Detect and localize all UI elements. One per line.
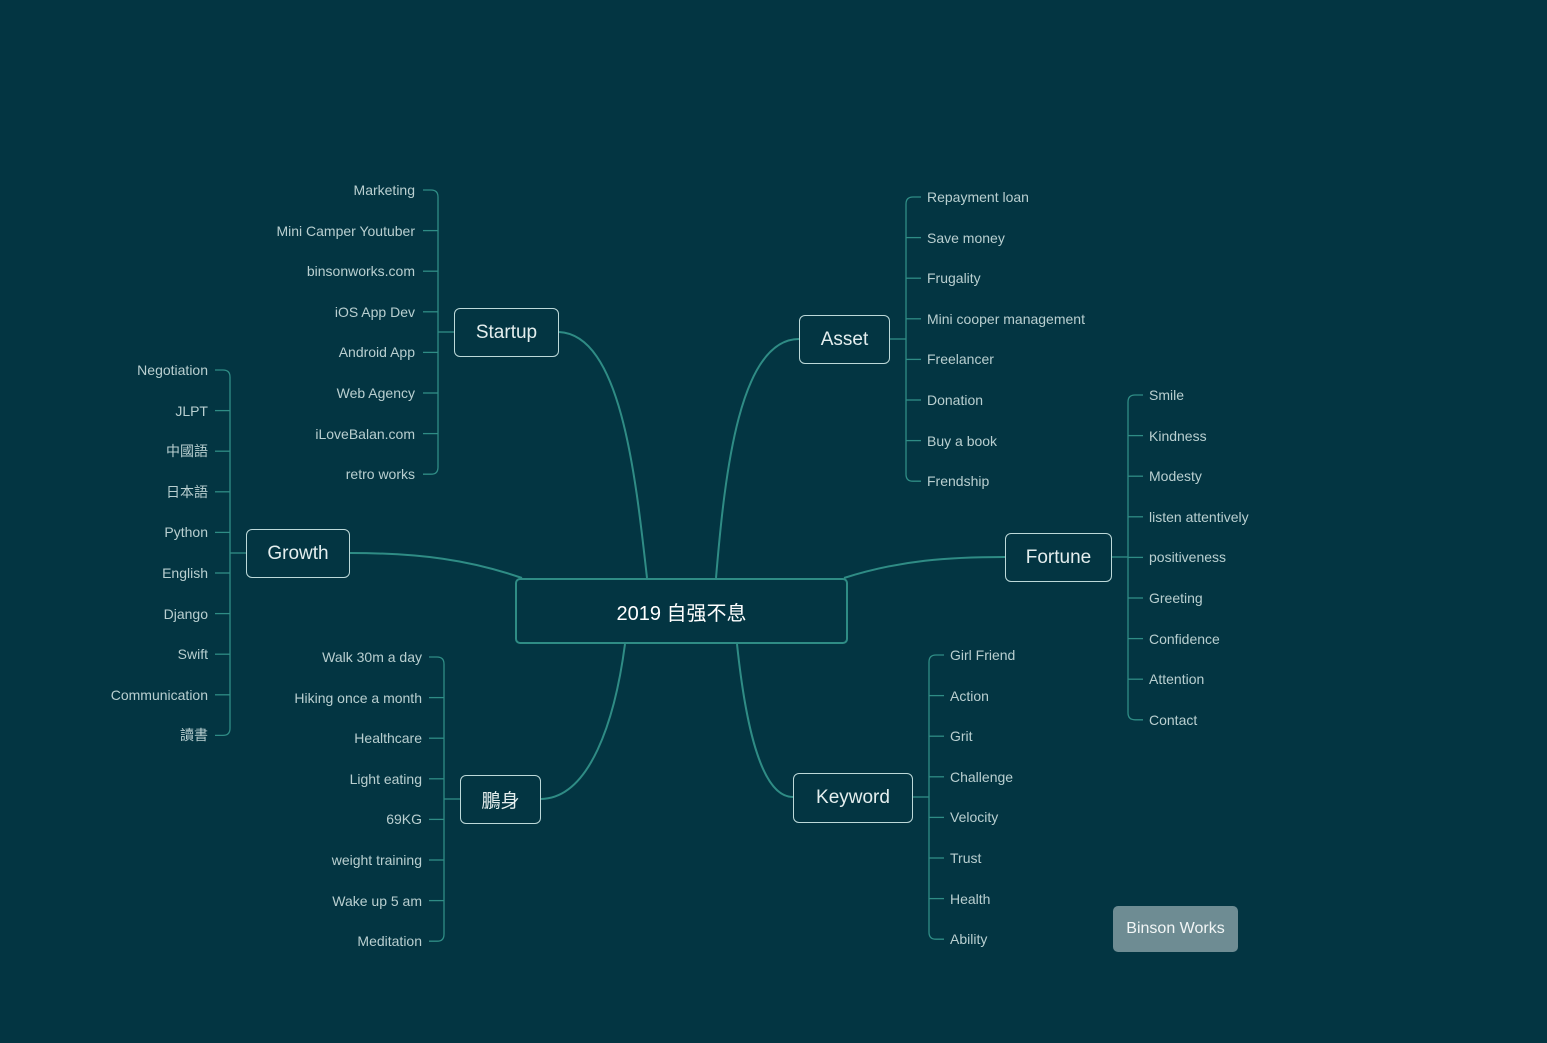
subtopic-health[interactable]: Wake up 5 am <box>332 892 422 909</box>
subtopic-asset[interactable]: Buy a book <box>927 432 998 449</box>
subtopic-keyword[interactable]: Challenge <box>950 768 1014 785</box>
subtopic-health[interactable]: Meditation <box>357 933 422 950</box>
subtopic-fortune[interactable]: Modesty <box>1149 468 1202 485</box>
bracket-startup <box>423 189 439 475</box>
subtopic-startup[interactable]: retro works <box>345 466 415 483</box>
subtopic-growth[interactable]: JLPT <box>175 402 208 419</box>
subtopic-fortune[interactable]: Smile <box>1149 387 1185 403</box>
subtopic-startup[interactable]: Marketing <box>353 182 415 198</box>
subtopic-fortune[interactable]: Kindness <box>1149 427 1207 444</box>
subtopic-fortune[interactable]: positiveness <box>1149 549 1227 566</box>
subtopic-fortune[interactable]: Contact <box>1149 711 1198 728</box>
connector-central-startup <box>558 331 648 579</box>
subtopic-asset[interactable]: Save money <box>927 229 1005 246</box>
connector-central-fortune <box>843 556 1006 579</box>
subtopic-health[interactable]: Healthcare <box>354 730 422 747</box>
subtopic-startup[interactable]: Android App <box>338 344 415 361</box>
subtopic-keyword[interactable]: Ability <box>950 931 988 948</box>
binson-works-badge[interactable]: Binson Works <box>1113 906 1238 952</box>
connector-central-growth <box>349 552 523 579</box>
central-topic[interactable]: 2019 自强不息 <box>515 578 848 644</box>
topic-startup[interactable]: Startup <box>454 308 559 357</box>
subtopic-health[interactable]: 69KG <box>386 811 422 828</box>
subtopic-growth[interactable]: Negotiation <box>137 362 208 378</box>
topic-keyword[interactable]: Keyword <box>793 773 913 823</box>
subtopic-health[interactable]: Hiking once a month <box>294 689 422 706</box>
subtopic-health[interactable]: Light eating <box>349 770 422 787</box>
subtopic-asset[interactable]: Mini cooper management <box>927 310 1085 327</box>
subtopic-asset[interactable]: Frendship <box>927 473 990 490</box>
subtopic-startup[interactable]: binsonworks.com <box>306 263 415 280</box>
subtopic-fortune[interactable]: listen attentively <box>1149 508 1249 525</box>
subtopic-keyword[interactable]: Health <box>950 890 991 907</box>
subtopic-growth[interactable]: 讀書 <box>180 727 208 744</box>
subtopic-health[interactable]: weight training <box>331 852 422 868</box>
subtopic-growth[interactable]: 中國語 <box>166 443 208 460</box>
topic-asset[interactable]: Asset <box>799 315 890 364</box>
subtopic-keyword[interactable]: Action <box>950 687 989 704</box>
subtopic-asset[interactable]: Freelancer <box>927 351 994 368</box>
subtopic-startup[interactable]: iOS App Dev <box>334 303 415 320</box>
topic-fortune[interactable]: Fortune <box>1005 533 1112 582</box>
connector-central-keyword <box>736 643 794 798</box>
subtopic-startup[interactable]: iLoveBalan.com <box>315 425 415 442</box>
subtopic-growth[interactable]: Python <box>164 524 208 541</box>
subtopic-keyword[interactable]: Girl Friend <box>950 647 1016 663</box>
subtopic-asset[interactable]: Donation <box>927 392 984 408</box>
bracket-health <box>429 656 445 942</box>
subtopic-growth[interactable]: 日本語 <box>166 483 208 500</box>
subtopic-growth[interactable]: Swift <box>177 646 208 663</box>
subtopic-fortune[interactable]: Attention <box>1149 671 1205 688</box>
subtopic-startup[interactable]: Web Agency <box>336 385 415 401</box>
topic-growth[interactable]: Growth <box>246 529 350 578</box>
subtopic-startup[interactable]: Mini Camper Youtuber <box>276 222 415 239</box>
subtopic-keyword[interactable]: Trust <box>950 850 982 866</box>
subtopic-asset[interactable]: Repayment loan <box>927 189 1029 205</box>
subtopic-growth[interactable]: Django <box>163 605 208 622</box>
subtopic-growth[interactable]: Communication <box>110 686 208 703</box>
subtopic-fortune[interactable]: Greeting <box>1149 590 1203 606</box>
topic-health[interactable]: 鵬身 <box>460 775 541 824</box>
subtopic-health[interactable]: Walk 30m a day <box>322 649 422 665</box>
bracket-asset <box>905 196 921 482</box>
subtopic-fortune[interactable]: Confidence <box>1149 630 1220 647</box>
connector-central-asset <box>715 338 800 579</box>
subtopic-keyword[interactable]: Grit <box>950 728 973 745</box>
subtopic-growth[interactable]: English <box>162 565 208 581</box>
subtopic-asset[interactable]: Frugality <box>927 270 981 287</box>
bracket-growth <box>215 369 231 737</box>
bracket-keyword <box>928 654 944 940</box>
subtopic-keyword[interactable]: Velocity <box>950 809 999 826</box>
connector-central-health <box>540 643 626 800</box>
